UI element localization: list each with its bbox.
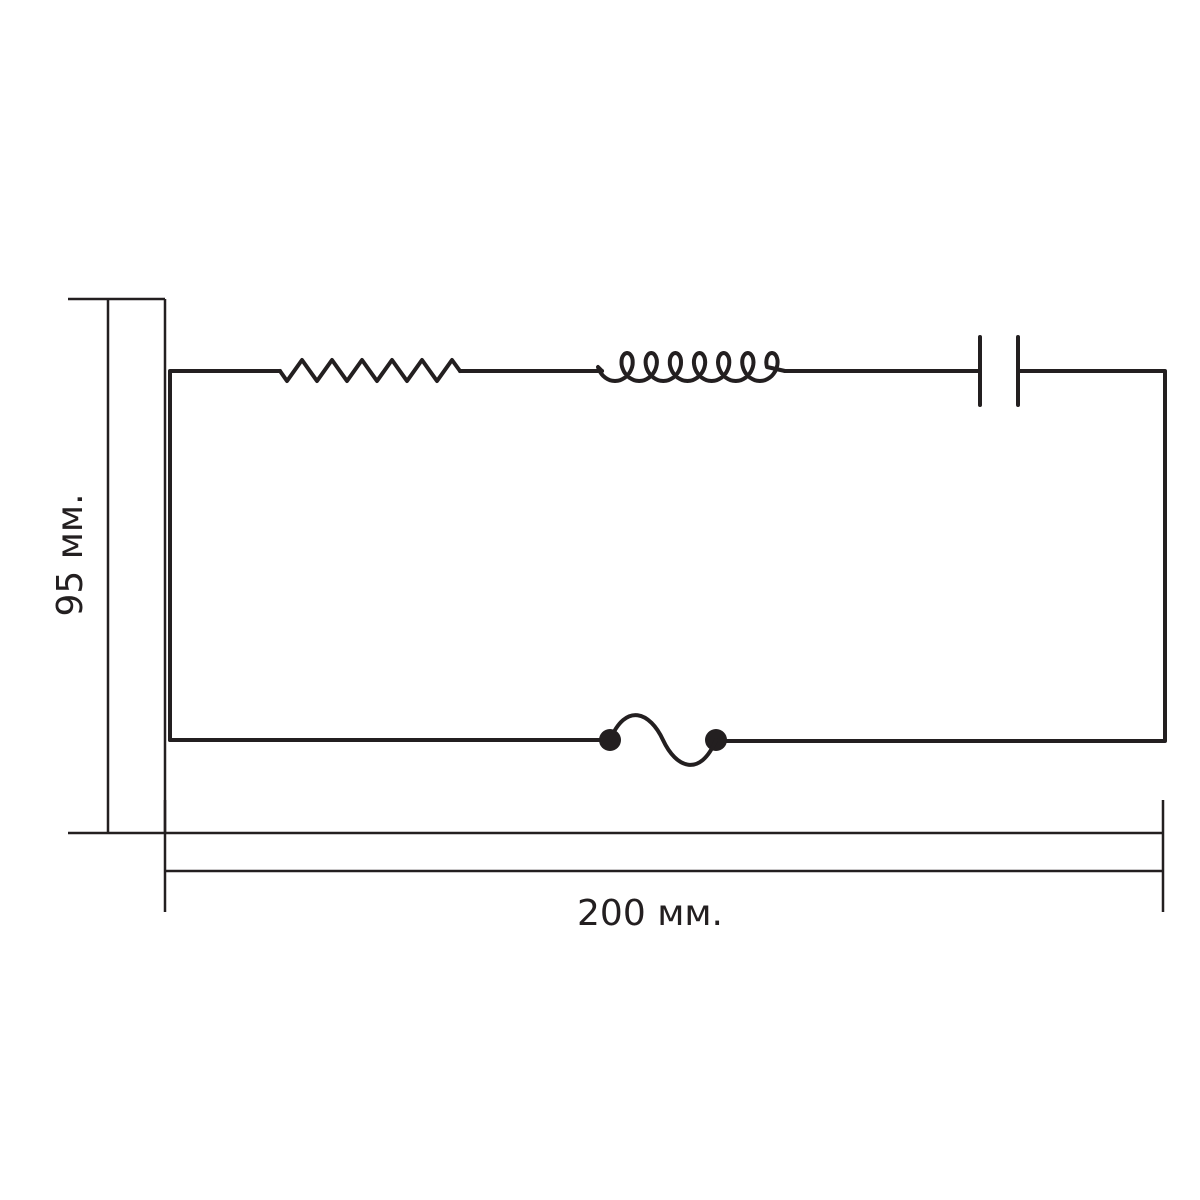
right-wire	[714, 369, 1167, 743]
inductor-coil-symbol	[596, 351, 787, 383]
circuit-frame	[168, 335, 1167, 767]
height-label: 95 мм.	[50, 493, 91, 616]
resistor-symbol	[278, 358, 462, 383]
fuse-element	[608, 713, 718, 767]
fuse-symbol	[599, 713, 727, 767]
width-dimension: 200 мм.	[163, 800, 1165, 934]
height-dimension: 95 мм.	[50, 297, 167, 835]
width-label: 200 мм.	[577, 893, 723, 934]
top-wire-left	[168, 369, 282, 742]
capacitor-symbol	[978, 335, 1020, 407]
